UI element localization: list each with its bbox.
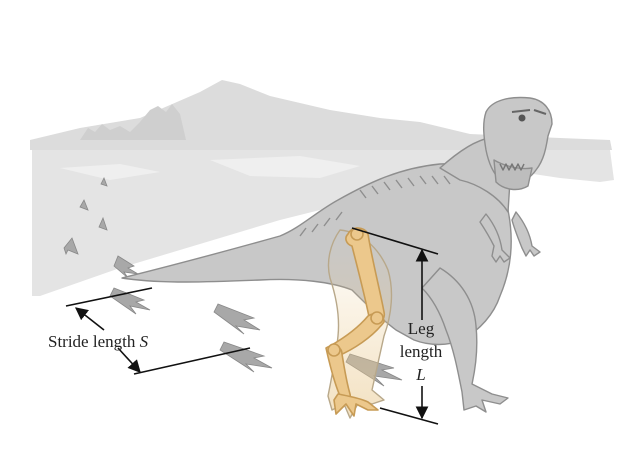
dinosaur-rib-detail [359,175,451,199]
dinosaur-spine-detail [299,211,343,237]
footprint [98,216,108,231]
plain-ground [32,150,614,296]
dinosaur-arm [479,213,511,263]
leg-label-line2: length [400,342,443,361]
footprint [79,199,89,211]
stride-label-text: Stride length [48,332,140,351]
dinosaur-head [483,96,553,185]
stride-line-rear [65,287,153,307]
stride-length-label: Stride length S [48,332,149,351]
dinosaur-teeth [499,163,525,171]
plain-highlight [60,156,360,180]
dinosaur-far-leg [421,267,509,413]
tree-line [80,104,186,140]
footprint [113,255,139,279]
stride-symbol: S [140,332,149,351]
stride-arrow-rear [74,307,105,331]
leg-label-line1: Leg [408,319,435,338]
dinosaur-arm [511,211,541,257]
dinosaur-eye [518,114,526,122]
leg-symbol: L [415,365,425,384]
dinosaur-brow [511,109,547,115]
knee-joint [370,311,384,325]
dinosaur-tail-and-body [121,162,512,346]
leg-skeleton [325,227,386,417]
foot-bones [333,393,379,417]
leg-line-ground [379,407,439,425]
stride-length-measure [65,287,251,375]
footprint [63,237,79,256]
footprint [100,177,108,187]
footprint [219,341,273,373]
leg-length-measure [351,227,439,425]
ankle-joint [327,343,341,357]
footprint [213,303,261,335]
stride-arrow-front [117,347,141,373]
stride-line-front [133,347,251,375]
background-landscape [30,80,614,296]
